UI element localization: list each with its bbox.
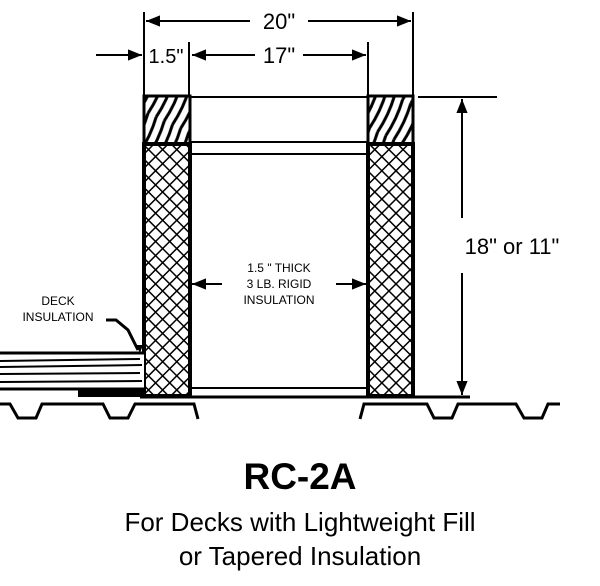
- caption-line-2: or Tapered Insulation: [178, 541, 422, 571]
- inner-width-dimension: 17": [192, 42, 369, 96]
- right-wood-nailer: [366, 94, 415, 146]
- height-dimension: 18" or 11": [418, 96, 560, 395]
- side-width-dimension: 1.5": [96, 42, 190, 96]
- svg-text:INSULATION: INSULATION: [243, 293, 314, 307]
- svg-text:INSULATION: INSULATION: [22, 310, 93, 324]
- side-width-label: 1.5": [149, 46, 184, 68]
- left-wood-nailer: [142, 94, 192, 146]
- height-label: 18" or 11": [465, 234, 560, 259]
- diagram-title: RC-2A: [243, 456, 357, 497]
- rigid-insulation-callout: 1.5 " THICK 3 LB. RIGID INSULATION: [192, 261, 366, 307]
- svg-text:DECK: DECK: [41, 294, 74, 308]
- right-rigid-insulation: [366, 142, 415, 398]
- left-rigid-insulation: [142, 142, 192, 398]
- svg-text:1.5 " THICK: 1.5 " THICK: [247, 261, 310, 275]
- overall-width-label: 20": [263, 9, 295, 34]
- svg-text:3 LB. RIGID: 3 LB. RIGID: [247, 277, 312, 291]
- inner-width-label: 17": [263, 43, 295, 68]
- overall-width-dimension: 20": [143, 9, 414, 96]
- deck-insulation: DECK INSULATION: [0, 294, 144, 397]
- left-curb-wall: [142, 94, 192, 398]
- curb-inner-lines: [140, 96, 470, 399]
- right-curb-wall: [366, 94, 415, 398]
- caption-line-1: For Decks with Lightweight Fill: [124, 507, 476, 537]
- metal-deck: [0, 402, 560, 420]
